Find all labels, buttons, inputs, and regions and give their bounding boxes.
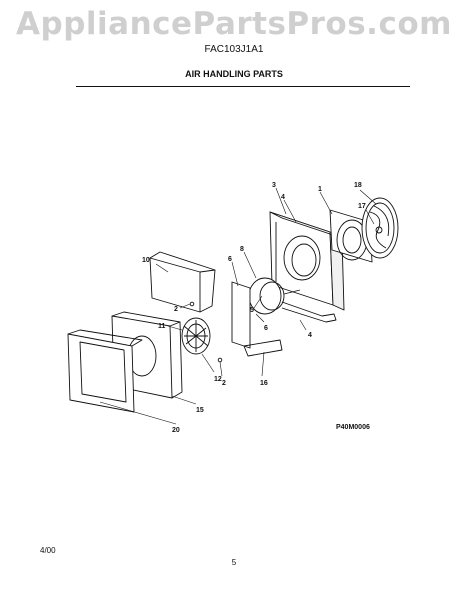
mounting-bracket (281, 301, 337, 323)
screw (189, 301, 195, 307)
callout-15: 15 (196, 407, 204, 414)
motor-bracket (231, 281, 251, 349)
front-grille-frame (67, 329, 143, 413)
callout-11: 11 (158, 323, 166, 330)
callout-6-lower: 6 (264, 325, 268, 332)
leader-lines (99, 187, 377, 425)
footer-date: 4/00 (40, 546, 56, 555)
callout-17: 17 (358, 203, 366, 210)
callout-3: 3 (272, 182, 276, 189)
condenser-fan (361, 197, 399, 259)
blower-wheel (181, 317, 211, 355)
callout-2-upper: 2 (174, 306, 178, 313)
callout-16: 16 (260, 380, 268, 387)
scroll-housing (269, 211, 345, 311)
header-rule (76, 86, 410, 87)
callout-4-lower: 4 (308, 332, 312, 339)
figure-code: P40M0006 (336, 424, 370, 431)
screw (217, 357, 223, 363)
section-title: AIR HANDLING PARTS (185, 69, 283, 79)
watermark: AppliancePartsPros.com (16, 6, 452, 42)
callout-2-lower: 2 (222, 380, 226, 387)
callout-6-top: 6 (228, 256, 232, 263)
callout-8: 8 (240, 246, 244, 253)
callout-12: 12 (214, 376, 222, 383)
callout-labels: 3 4 1 18 17 8 6 10 5 2 6 4 11 12 2 16 15… (142, 182, 366, 434)
callout-5: 5 (250, 307, 254, 314)
callout-20: 20 (172, 427, 180, 434)
callout-10: 10 (142, 257, 150, 264)
model-number: FAC103J1A1 (204, 44, 264, 55)
callout-18: 18 (354, 182, 362, 189)
callout-1: 1 (318, 186, 322, 193)
drain-pan (243, 339, 283, 357)
page-number: 5 (231, 558, 237, 567)
callout-4-top: 4 (281, 194, 285, 201)
orifice-panel (149, 251, 216, 313)
